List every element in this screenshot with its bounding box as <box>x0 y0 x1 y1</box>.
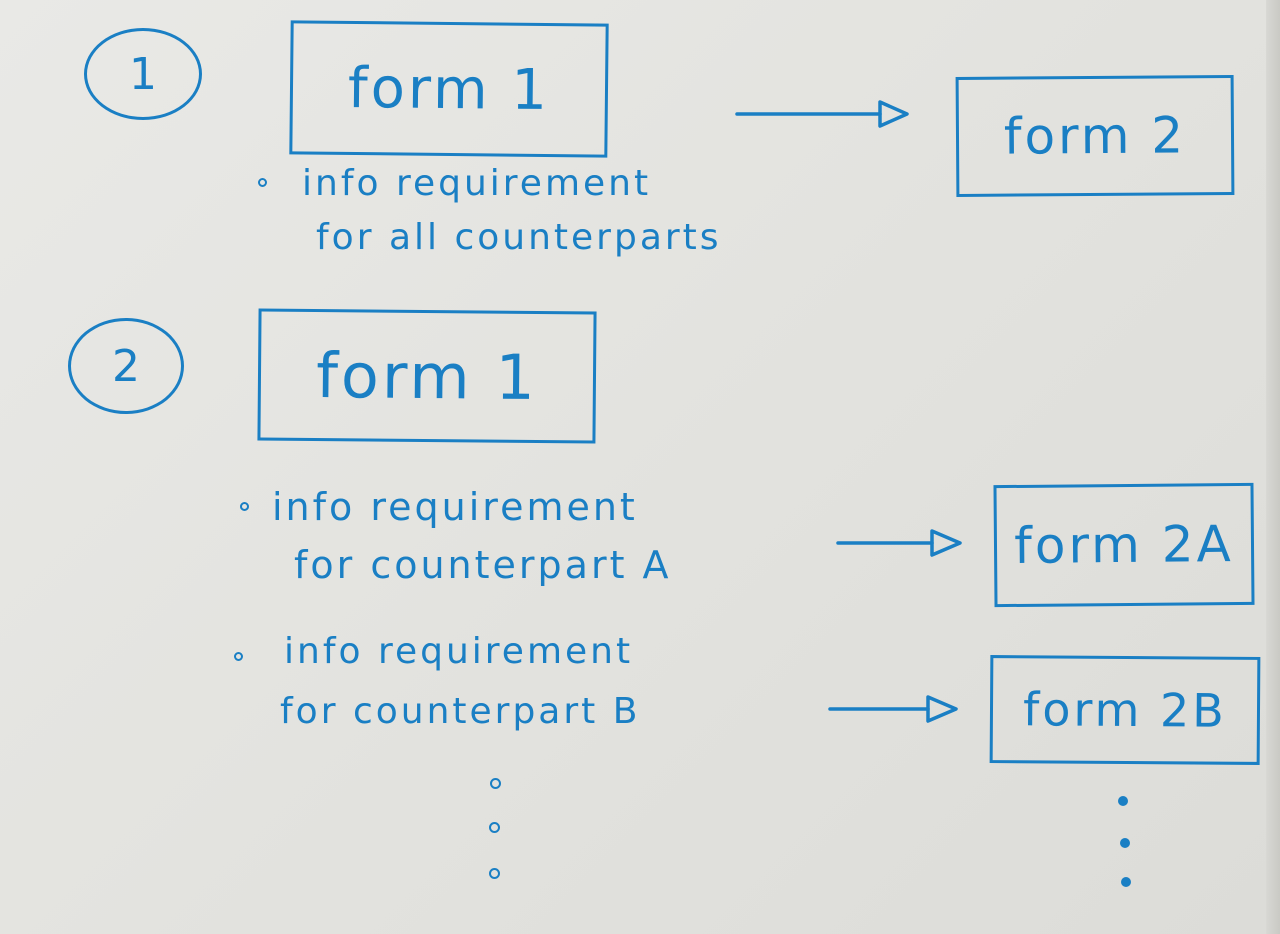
section-2-requirement-b-line-2: for counterpart B <box>280 691 641 732</box>
section-2-number-circle: 2 <box>68 318 184 414</box>
section-2-form-2b-label: form 2B <box>1022 682 1228 738</box>
section-1-form-2-label: form 2 <box>1003 106 1187 166</box>
paper-edge <box>1266 0 1280 934</box>
continuation-dot-right-2 <box>1120 838 1130 848</box>
section-2-form-1-label: form 1 <box>315 338 539 414</box>
section-2-form-2a-box: form 2A <box>993 482 1255 608</box>
section-2-requirement-b-line-1: info requirement <box>284 631 634 672</box>
continuation-dot-right-1 <box>1118 796 1128 806</box>
continuation-dot-right-3 <box>1121 877 1131 887</box>
section-1-form-1-label: form 1 <box>347 55 551 123</box>
continuation-dot-left-2 <box>489 822 500 833</box>
section-1-bullet <box>258 178 267 187</box>
section-2-form-2b-box: form 2B <box>989 655 1261 765</box>
section-1-form-1-box: form 1 <box>289 20 609 158</box>
section-1-requirement-line-1: info requirement <box>302 163 652 204</box>
section-2-arrow-b <box>828 695 958 723</box>
section-2-requirement-a-line-1: info requirement <box>272 485 638 529</box>
section-2-requirement-a-line-2: for counterpart A <box>294 543 672 587</box>
section-1-number: 1 <box>129 48 157 100</box>
section-2-bullet-b <box>234 652 243 661</box>
section-2-form-2a-label: form 2A <box>1014 515 1234 575</box>
continuation-dot-left-3 <box>489 868 500 879</box>
section-1-form-2-box: form 2 <box>955 75 1235 197</box>
section-1-number-circle: 1 <box>84 28 202 120</box>
section-1-arrow <box>735 100 909 128</box>
section-1-requirement-line-2: for all counterparts <box>316 217 722 258</box>
section-2-number: 2 <box>112 340 140 392</box>
section-2-arrow-a <box>836 529 962 557</box>
section-2-bullet-a <box>240 502 249 511</box>
continuation-dot-left-1 <box>490 778 501 789</box>
section-2-form-1-box: form 1 <box>257 308 597 444</box>
